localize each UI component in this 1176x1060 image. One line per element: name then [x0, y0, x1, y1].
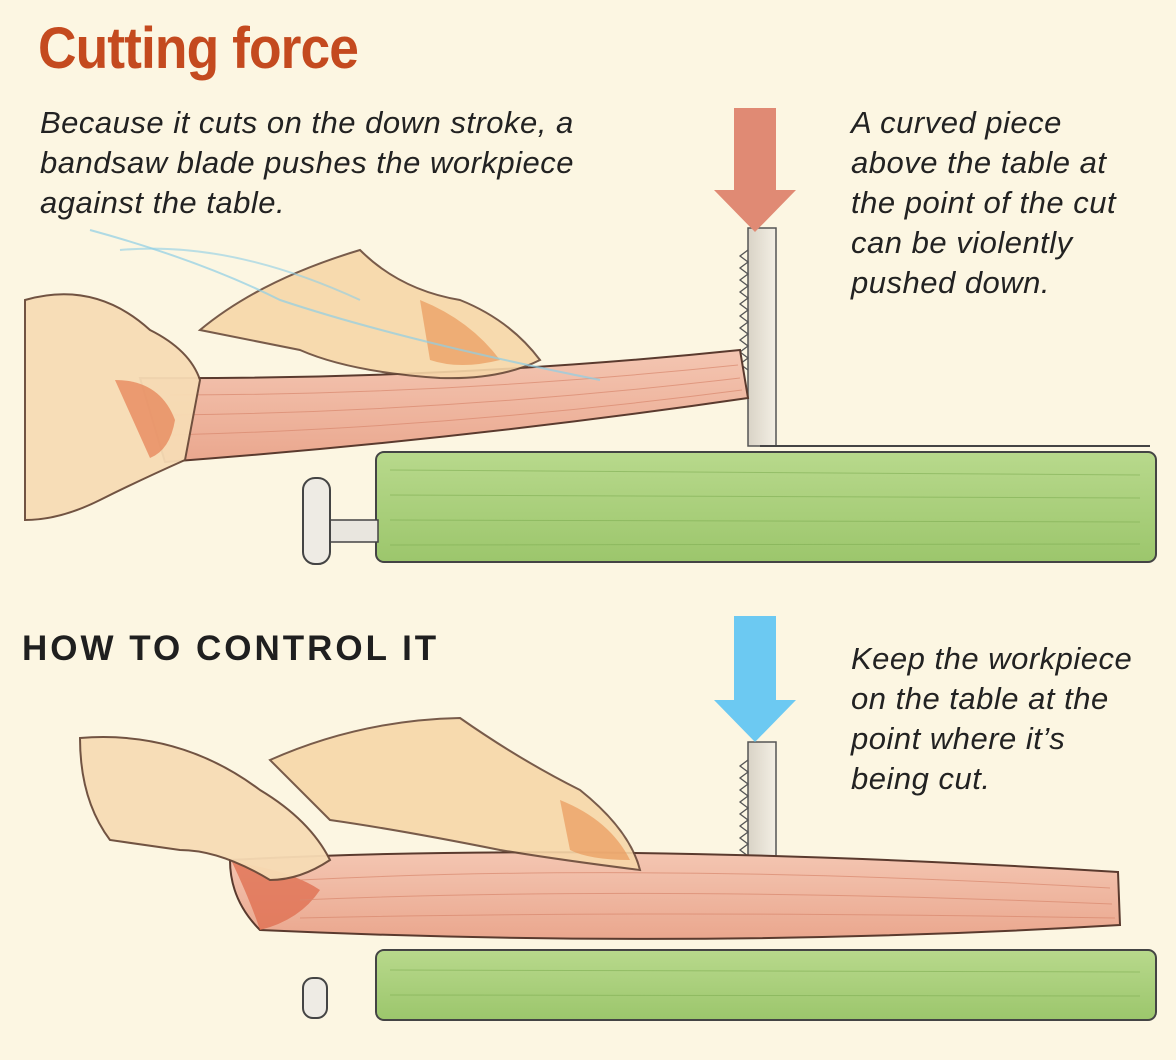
saw-table-top	[302, 445, 1157, 565]
top-description: Because it cuts on the down stroke, a ba…	[40, 105, 575, 220]
hand-top-right	[89, 229, 601, 381]
curved-workpiece	[138, 348, 750, 464]
hand-bottom-left	[78, 736, 332, 882]
down-arrow-icon	[714, 616, 796, 742]
curved-piece-warning: A curved piece above the table at the po…	[851, 105, 1117, 300]
control-advice: Keep the workpiece on the table at the p…	[851, 641, 1133, 796]
hand-top-left	[24, 293, 202, 522]
bandsaw-blade-top	[738, 227, 777, 447]
page-title: Cutting force	[38, 16, 359, 81]
flat-workpiece	[228, 851, 1122, 940]
section-heading: HOW TO CONTROL IT	[22, 629, 440, 668]
down-arrow-icon	[714, 108, 796, 232]
hand-bottom-right	[268, 716, 642, 872]
saw-table-bottom	[302, 949, 1157, 1021]
